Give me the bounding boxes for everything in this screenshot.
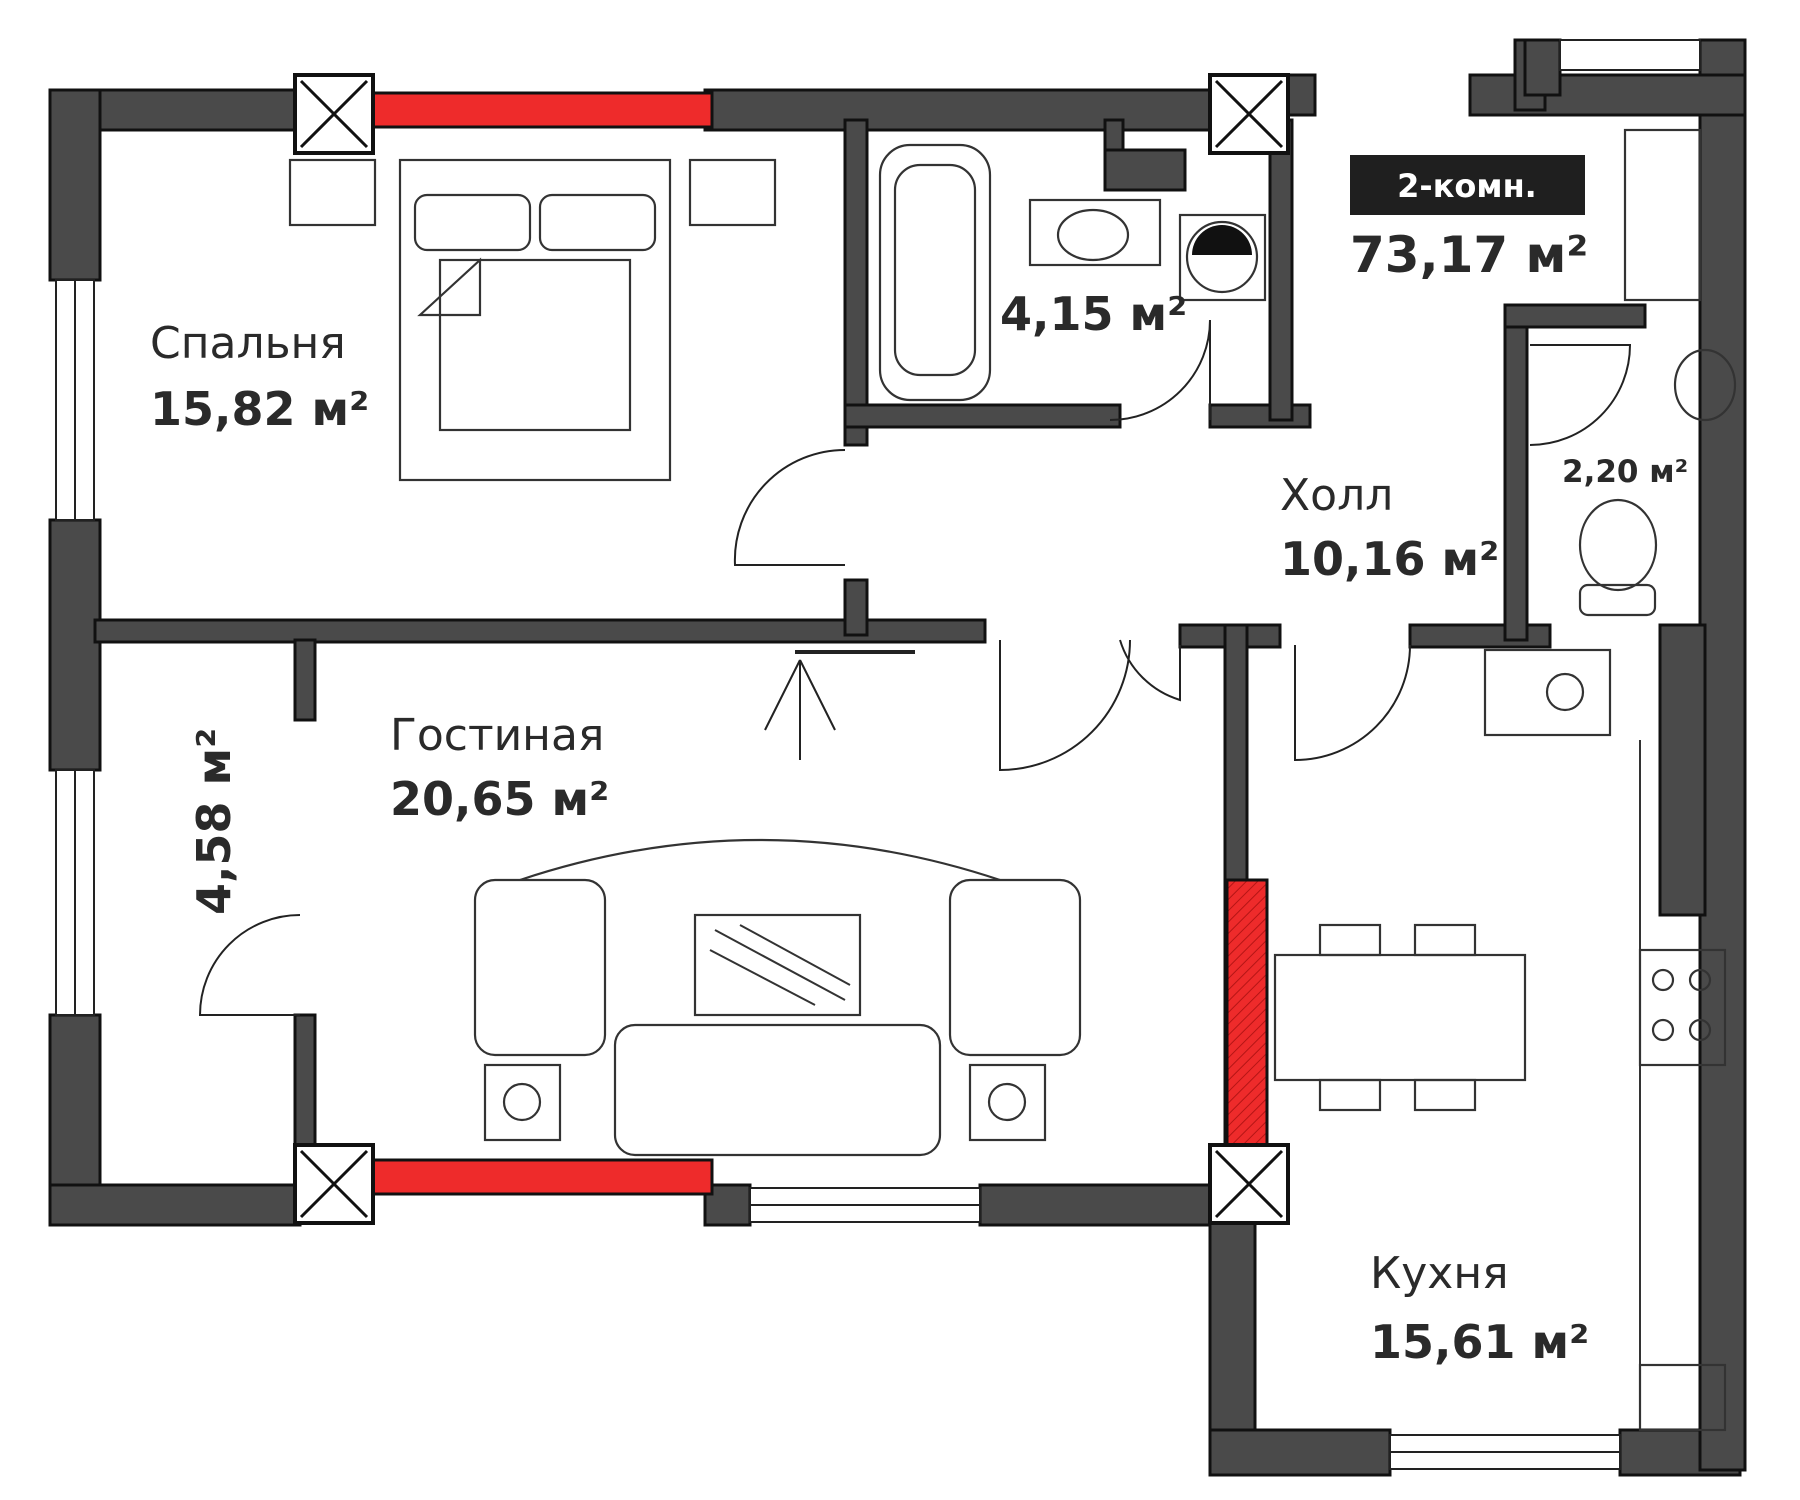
living-name: Гостиная — [390, 710, 604, 761]
bathroom-area: 4,15 м² — [1000, 287, 1187, 341]
bedroom-name: Спальня — [150, 318, 346, 369]
total-area: 73,17 м² — [1350, 226, 1588, 284]
kitchen-area: 15,61 м² — [1370, 1315, 1589, 1369]
hall-area: 10,16 м² — [1280, 532, 1499, 586]
badge-label: 2-комн. — [1397, 167, 1537, 205]
windows — [55, 39, 1701, 1470]
room-labels: Спальня 15,82 м² 4,15 м² Холл 10,16 м² 2… — [150, 287, 1688, 1369]
wc-area: 2,20 м² — [1562, 454, 1688, 490]
hall-name: Холл — [1280, 470, 1393, 521]
balcony-area: 4,58 м² — [187, 728, 241, 915]
kitchen-name: Кухня — [1370, 1248, 1509, 1299]
living-area: 20,65 м² — [390, 772, 609, 826]
apartment-badge: 2-комн. 73,17 м² — [1350, 155, 1588, 284]
furniture — [288, 128, 1737, 1432]
doors — [198, 319, 1632, 1016]
badge-box — [1350, 155, 1585, 215]
bedroom-area: 15,82 м² — [150, 382, 369, 436]
vent-shafts — [293, 73, 1290, 1225]
